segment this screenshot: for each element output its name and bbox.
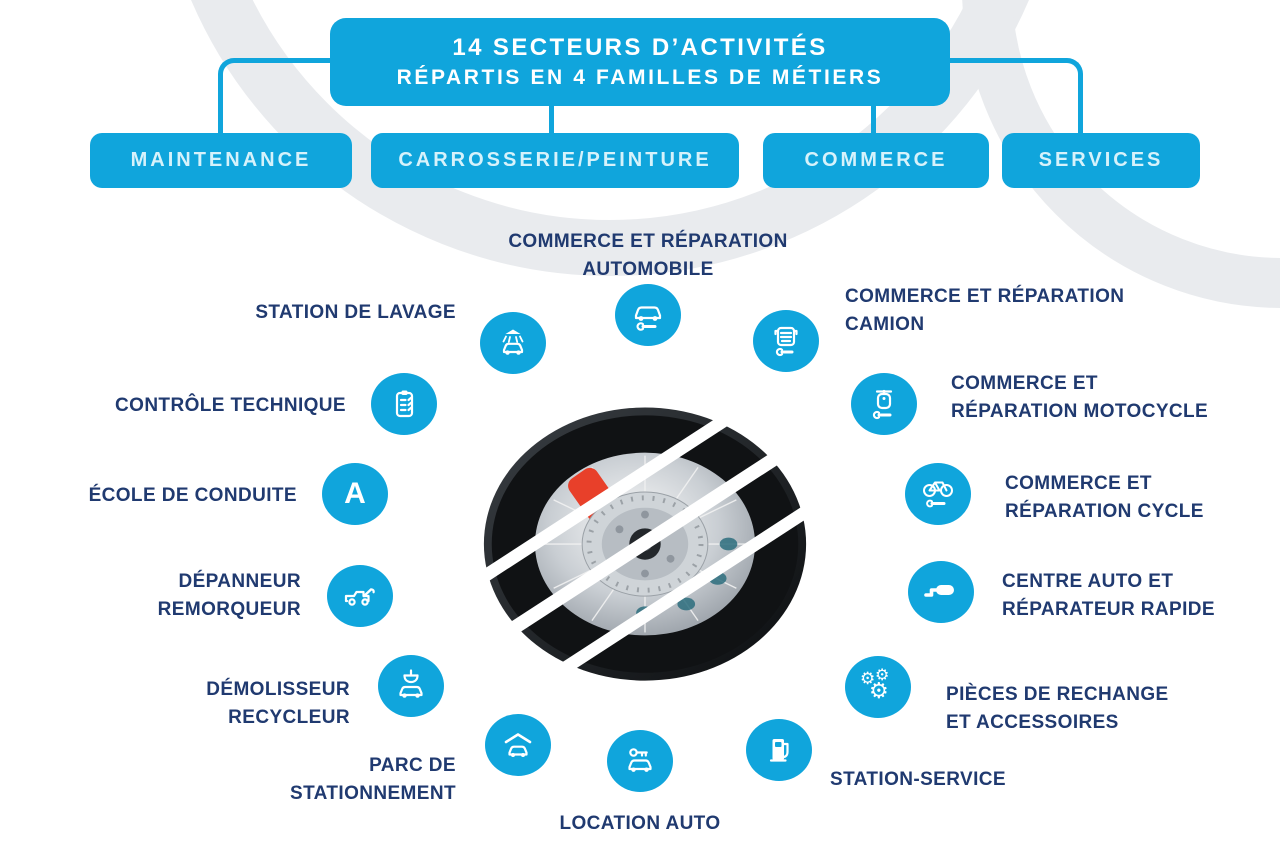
connector-maintenance bbox=[218, 58, 337, 139]
family-label: COMMERCE bbox=[804, 149, 948, 171]
page-title: 14 SECTEURS D’ACTIVITÉS bbox=[452, 34, 828, 61]
wheel-image bbox=[478, 403, 812, 689]
clipboard-checklist-icon bbox=[371, 373, 437, 435]
connector-commerce bbox=[871, 104, 876, 135]
driving-school-letter: A bbox=[344, 477, 366, 510]
sector-label: COMMERCE ET RÉPARATION MOTOCYCLE bbox=[951, 373, 1209, 422]
scooter-wrench-icon bbox=[851, 373, 917, 435]
sector-label: COMMERCE ET RÉPARATION AUTOMOBILE bbox=[508, 231, 788, 280]
sector-label: COMMERCE ET RÉPARATION CAMION bbox=[845, 286, 1125, 335]
sector-label: PARC DE STATIONNEMENT bbox=[290, 755, 456, 804]
truck-wrench-icon bbox=[753, 310, 819, 372]
crane-claw-car-icon bbox=[378, 655, 444, 717]
sector-label: DÉPANNEUR REMORQUEUR bbox=[157, 571, 301, 620]
page-subtitle: RÉPARTIS EN 4 FAMILLES DE MÉTIERS bbox=[396, 66, 884, 89]
bicycle-wrench-icon bbox=[905, 463, 971, 525]
family-label: MAINTENANCE bbox=[130, 149, 312, 171]
sector-label: PIÈCES DE RECHANGE ET ACCESSOIRES bbox=[946, 684, 1169, 733]
family-label: CARROSSERIE/PEINTURE bbox=[398, 149, 712, 171]
fuel-pump-icon bbox=[746, 719, 812, 781]
family-label: SERVICES bbox=[1038, 149, 1164, 171]
sector-label: CONTRÔLE TECHNIQUE bbox=[115, 395, 346, 416]
header-box: 14 SECTEURS D’ACTIVITÉS RÉPARTIS EN 4 FA… bbox=[330, 18, 950, 106]
sector-label: ÉCOLE DE CONDUITE bbox=[88, 485, 297, 506]
connector-services bbox=[948, 58, 1083, 139]
sector-label: STATION-SERVICE bbox=[830, 769, 1006, 790]
exhaust-icon bbox=[908, 561, 974, 623]
key-car-icon bbox=[607, 730, 673, 792]
family-box-maintenance: MAINTENANCE bbox=[90, 133, 352, 188]
gears-icon: ⚙⚙⚙ bbox=[845, 656, 911, 718]
connector-carrosserie bbox=[549, 104, 554, 135]
family-box-commerce: COMMERCE bbox=[763, 133, 989, 188]
car-wash-icon bbox=[480, 312, 546, 374]
sector-label: COMMERCE ET RÉPARATION CYCLE bbox=[1005, 473, 1204, 522]
car-wrench-icon bbox=[615, 284, 681, 346]
garage-car-icon bbox=[485, 714, 551, 776]
sector-label: CENTRE AUTO ET RÉPARATEUR RAPIDE bbox=[1002, 571, 1215, 620]
tow-truck-icon bbox=[327, 565, 393, 627]
letter-a-icon: A bbox=[322, 463, 388, 525]
sector-label: LOCATION AUTO bbox=[559, 813, 721, 834]
sector-label: DÉMOLISSEUR RECYCLEUR bbox=[206, 679, 350, 728]
family-box-services: SERVICES bbox=[1002, 133, 1200, 188]
sector-label: STATION DE LAVAGE bbox=[255, 302, 456, 323]
family-box-carrosserie-peinture: CARROSSERIE/PEINTURE bbox=[371, 133, 739, 188]
